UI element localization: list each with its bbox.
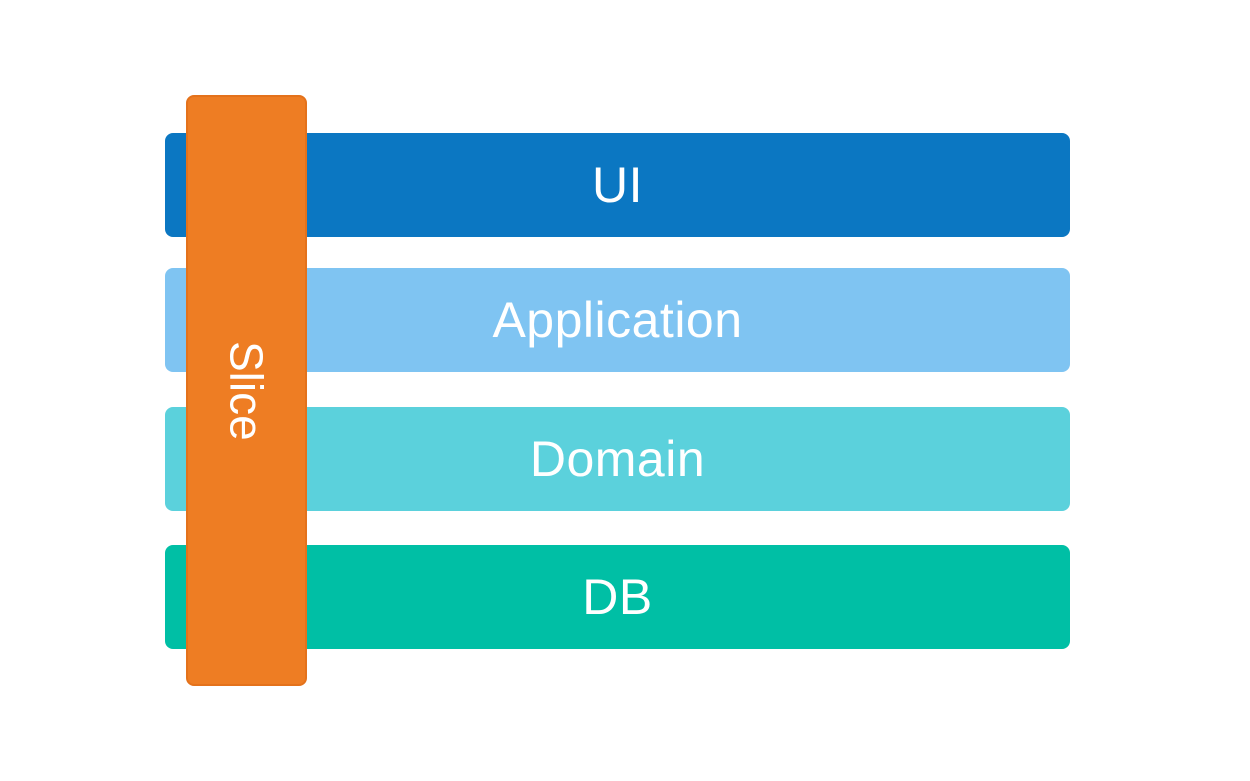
layer-ui: UI bbox=[165, 133, 1070, 237]
slice-bar: Slice bbox=[186, 95, 307, 686]
layer-application: Application bbox=[165, 268, 1070, 372]
layer-db-label: DB bbox=[582, 569, 653, 625]
layer-db: DB bbox=[165, 545, 1070, 649]
layer-application-label: Application bbox=[492, 292, 743, 348]
layer-domain-label: Domain bbox=[529, 431, 706, 487]
slice-bar-label: Slice bbox=[220, 340, 273, 441]
layer-ui-label: UI bbox=[592, 157, 643, 213]
layer-domain: Domain bbox=[165, 407, 1070, 511]
